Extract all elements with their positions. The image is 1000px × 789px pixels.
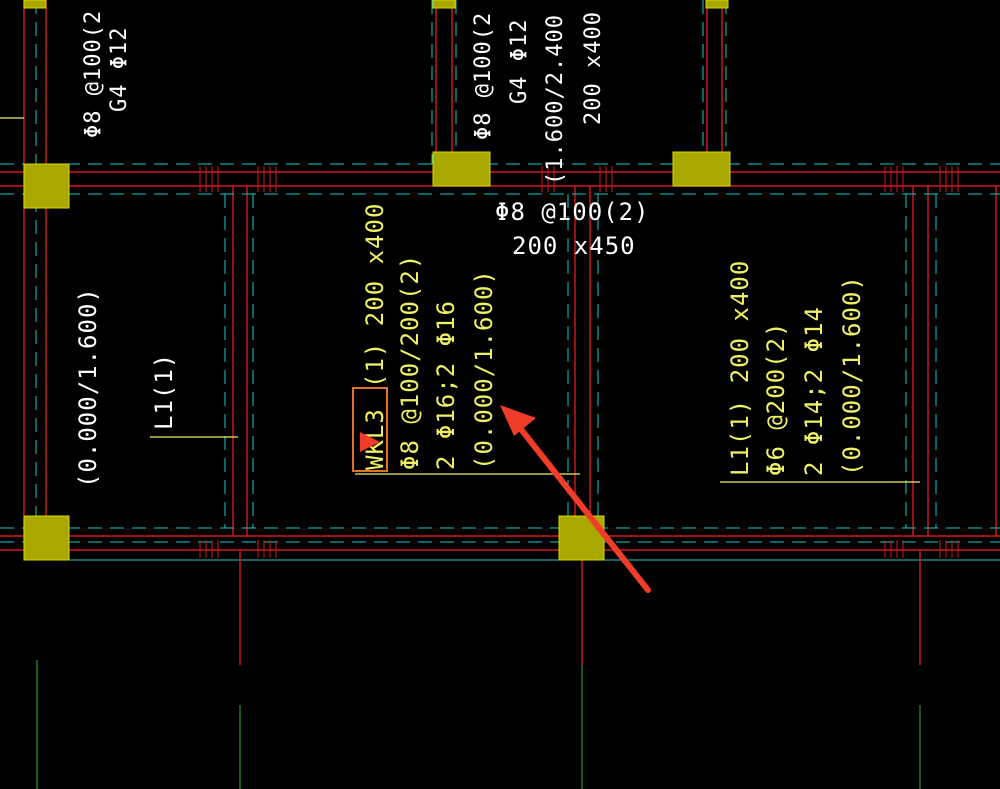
left-beam-elevation-text: (0.000/1.600) [74,287,102,488]
left-beam-name-text: L1(1) [150,353,178,430]
column-a2[interactable] [23,515,70,561]
column-top-left [23,0,47,9]
column-c1[interactable] [672,151,731,187]
column-b1[interactable] [432,151,491,187]
arrow-icon [500,405,651,593]
wkl3-highlight-box[interactable] [352,387,388,472]
grid-lines-lower [36,660,921,789]
right-beam-rebar-text: 2 Φ14;2 Φ14 [800,306,828,476]
mid-beam-size-text: 200 x450 [512,232,636,260]
top-right-elevation-text: (1.600/2.400 [543,14,568,185]
wkl3-span-size-text: (1) 200 x400 [361,203,389,388]
column-top-right [705,0,729,9]
mid-beam-stirrup-text: Φ8 @100(2) [495,198,650,226]
stirrup-ticks [199,166,959,558]
wkl3-rebar-text: 2 Φ16;2 Φ16 [432,300,460,470]
axis-dashed-lines [0,0,1000,560]
right-beam-elevation-text: (0.000/1.600) [838,275,866,476]
column-top-mid [432,0,456,9]
top-right-size-text: 200 x400 [581,11,606,125]
right-beam-stirrup-text: Φ6 @200(2) [762,322,790,477]
leader-lines [0,117,920,483]
top-left-rebar-text: G4 Φ12 [107,27,132,112]
top-left-stirrup-text: Φ8 @100(2 [81,10,106,138]
right-beam-name-size-text: L1(1) 200 x400 [726,260,754,476]
wkl3-elevation-text: (0.000/1.600) [470,269,498,470]
columns [23,0,731,561]
column-a1[interactable] [23,163,70,209]
beam-outlines [0,0,1000,665]
top-mid-rebar-text: G4 Φ12 [507,19,532,104]
top-mid-stirrup-text: Φ8 @100(2 [471,12,496,140]
wkl3-stirrup-text: Φ8 @100/200(2) [396,254,424,470]
cursor-marker-icon [360,432,380,452]
